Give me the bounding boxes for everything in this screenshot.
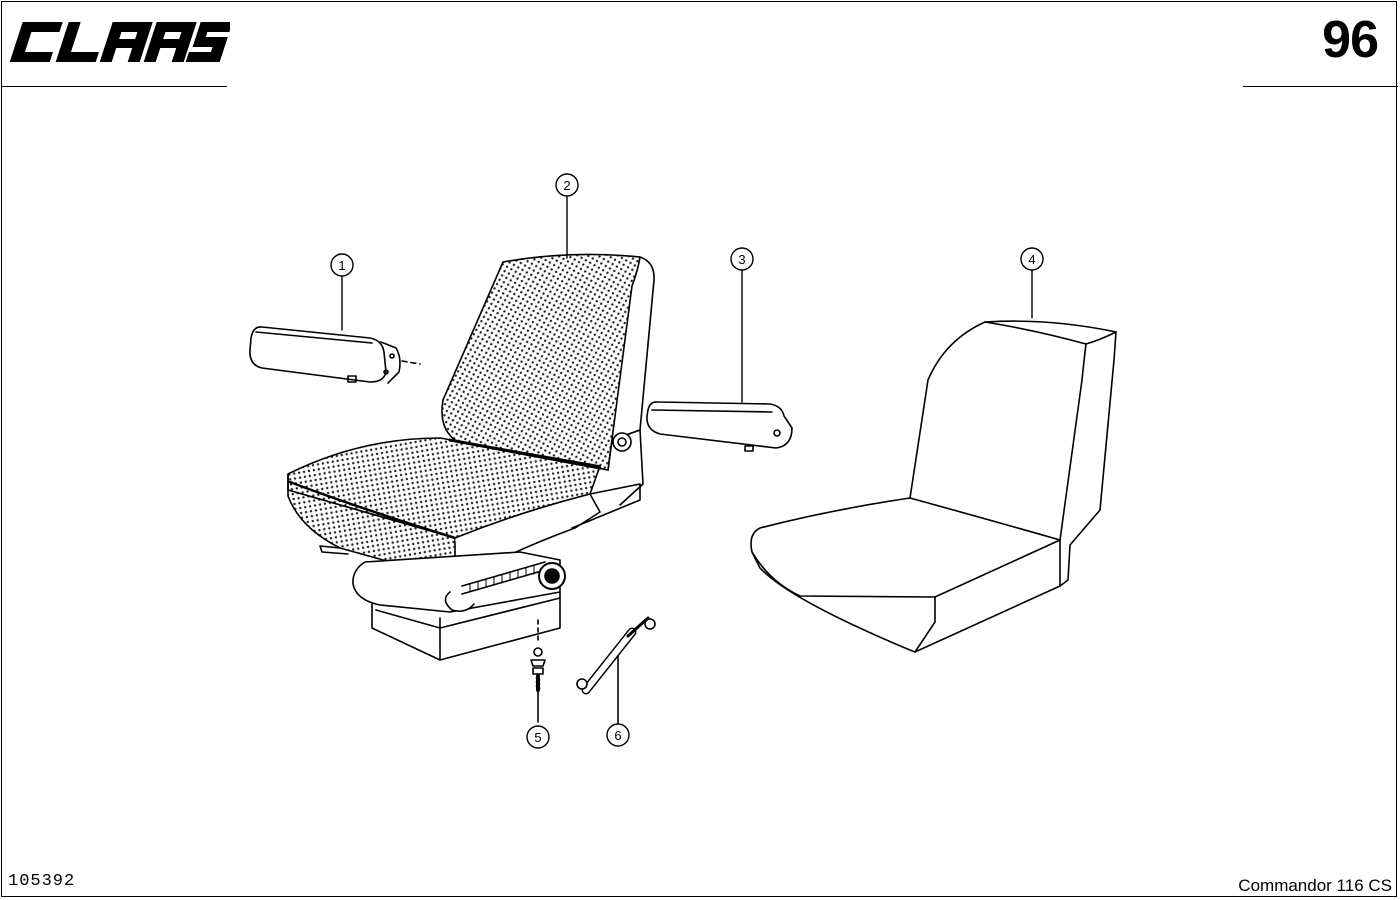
header-rule-left (1, 86, 227, 87)
left-armrest (249, 326, 421, 384)
claas-logo (9, 22, 230, 62)
header-rule-right (1243, 86, 1398, 87)
callout-5: 5 (534, 730, 541, 745)
right-armrest (646, 401, 793, 452)
leader-lines (341, 195, 1033, 403)
callout-1: 1 (338, 258, 345, 273)
gas-spring (576, 616, 656, 725)
callout-circles (330, 173, 1044, 749)
seat-cover (750, 320, 1117, 653)
mounting-bolt (530, 619, 546, 723)
callout-6: 6 (614, 728, 621, 743)
driver-seat (287, 253, 655, 661)
drawing-number: 105392 (8, 872, 76, 891)
callout-4: 4 (1028, 252, 1035, 267)
page-number: 96 (1322, 11, 1379, 69)
callout-2: 2 (563, 178, 570, 193)
callout-3: 3 (738, 252, 745, 267)
model-name: Commandor 116 CS (1238, 876, 1392, 895)
